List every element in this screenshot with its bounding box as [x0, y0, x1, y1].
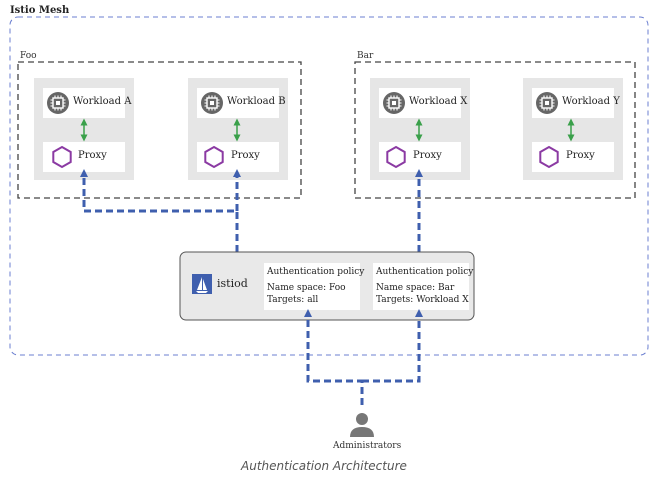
sail-icon-hull — [196, 291, 208, 293]
admin-line — [304, 309, 364, 405]
workload-label: Workload Y — [562, 96, 620, 107]
person-icon — [350, 413, 374, 437]
policy-namespace: Name space: Bar — [376, 283, 455, 293]
mesh-title: Istio Mesh — [10, 5, 70, 16]
namespace-bar-box — [354, 61, 636, 199]
istio-mesh-boundary — [9, 16, 649, 356]
chip-icon — [382, 91, 406, 115]
chip-icon — [535, 91, 559, 115]
hexagon-icon — [539, 146, 559, 168]
config-line-foo — [80, 169, 239, 252]
proxy-label: Proxy — [78, 150, 107, 161]
policy-card-foo — [264, 263, 360, 310]
policy-title: Authentication policy — [267, 267, 365, 277]
namespace-bar-label: Bar — [357, 51, 374, 61]
policy-foo: Authentication policy Name space: Foo Ta… — [267, 266, 364, 306]
admin-line-bar — [362, 309, 423, 383]
chip-icon — [200, 91, 224, 115]
namespace-foo-label: Foo — [20, 51, 37, 61]
workload-label: Workload X — [409, 96, 468, 107]
policy-title: Authentication policy — [376, 267, 474, 277]
proxy-label: Proxy — [231, 150, 260, 161]
policy-bar: Authentication policy Name space: Bar Ta… — [376, 266, 473, 306]
proxy-label: Proxy — [566, 150, 595, 161]
namespace-foo-box — [17, 61, 302, 199]
chip-icon — [46, 91, 70, 115]
administrators-label: Administrators — [333, 441, 402, 451]
workload-label: Workload B — [227, 96, 286, 107]
policy-namespace: Name space: Foo — [267, 283, 346, 293]
policy-targets: Targets: Workload X — [376, 295, 469, 305]
proxy-label: Proxy — [413, 150, 442, 161]
workload-label: Workload A — [73, 96, 132, 107]
hexagon-icon — [386, 146, 406, 168]
istiod-label: istiod — [217, 277, 248, 290]
policy-targets: Targets: all — [267, 295, 319, 305]
sail-icon-shape — [197, 277, 207, 290]
hexagon-icon — [52, 146, 72, 168]
hexagon-icon — [204, 146, 224, 168]
policy-card-bar — [373, 263, 469, 310]
diagram-caption: Authentication Architecture — [241, 459, 407, 473]
